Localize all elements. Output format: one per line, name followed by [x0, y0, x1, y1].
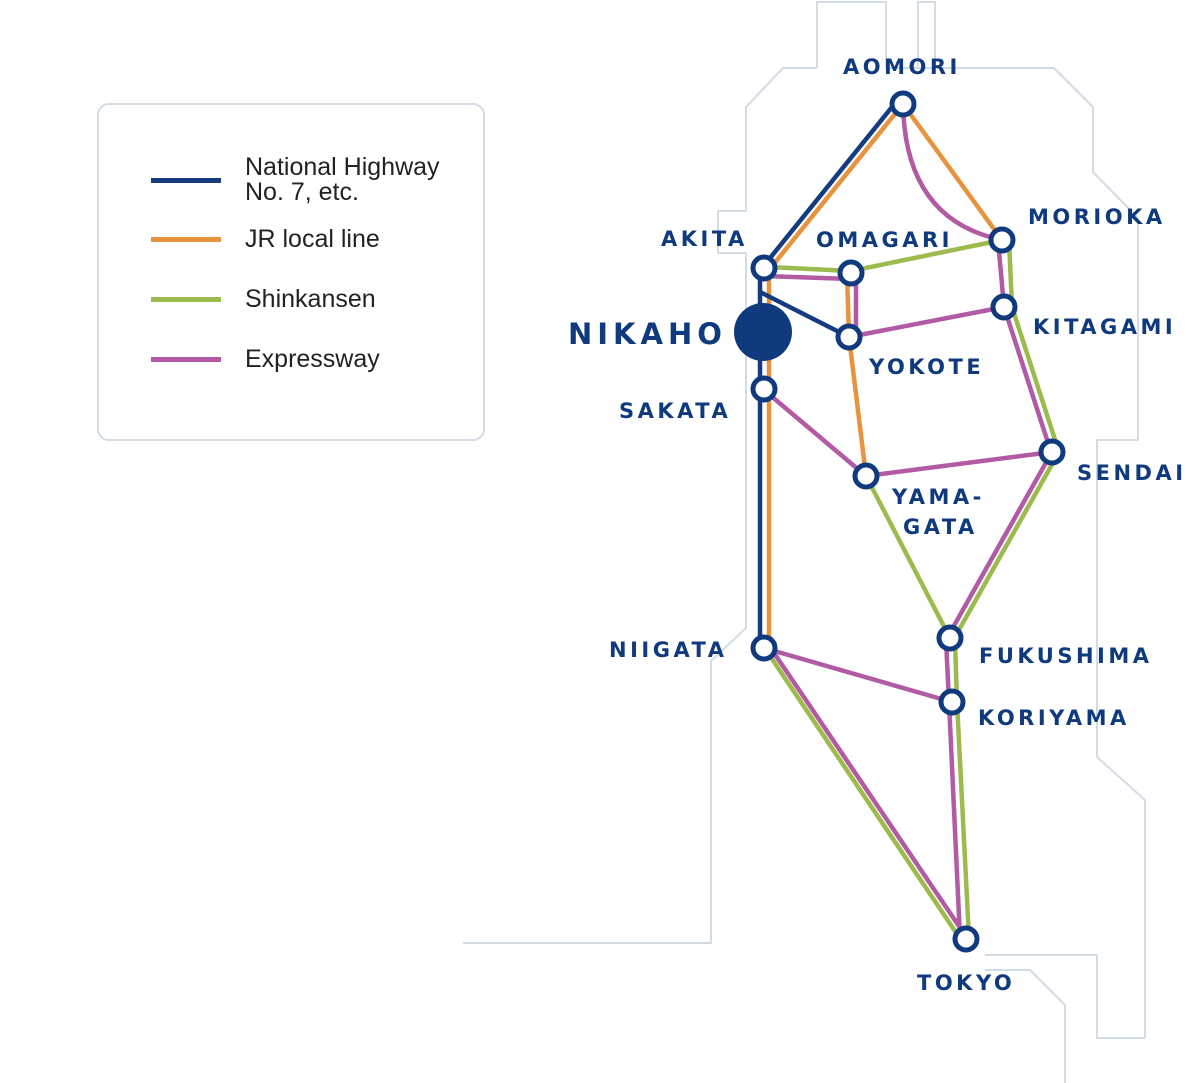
station-koriyama — [938, 688, 966, 716]
legend-item-highway: National Highway No. 7, etc. — [151, 155, 440, 205]
station-omagari — [837, 259, 865, 287]
legend-item-expressway: Expressway — [151, 347, 380, 372]
legend-swatch-expressway — [151, 357, 221, 362]
legend-label-shinkansen: Shinkansen — [245, 285, 376, 313]
station-morioka — [988, 226, 1016, 254]
label-nikaho: NIKAHO — [568, 317, 727, 351]
label-sendai: SENDAI — [1077, 461, 1187, 485]
legend-label-expressway: Expressway — [245, 345, 380, 373]
coastline-outline — [463, 1, 1146, 1083]
stations — [750, 90, 1066, 953]
station-niigata — [750, 634, 778, 662]
label-omagari: OMAGARI — [816, 228, 953, 252]
station-fukushima — [936, 624, 964, 652]
legend: National Highway No. 7, etc. JR local li… — [97, 103, 485, 441]
station-sakata — [750, 375, 778, 403]
legend-label-highway: National Highway No. 7, etc. — [245, 153, 440, 206]
station-akita — [750, 254, 778, 282]
legend-swatch-highway — [151, 177, 221, 183]
legend-item-jr-local: JR local line — [151, 227, 380, 252]
legend-swatch-shinkansen — [151, 297, 221, 302]
legend-item-shinkansen: Shinkansen — [151, 287, 376, 312]
station-tokyo — [952, 925, 980, 953]
label-yokote: YOKOTE — [868, 355, 984, 379]
label-koriyama: KORIYAMA — [978, 706, 1130, 730]
station-aomori — [889, 90, 917, 118]
station-kitagami — [990, 293, 1018, 321]
legend-label-jr-local: JR local line — [245, 225, 380, 253]
label-niigata: NIIGATA — [609, 638, 728, 662]
label-akita: AKITA — [661, 227, 748, 251]
label-fukushima: FUKUSHIMA — [979, 644, 1153, 668]
legend-swatch-jr-local — [151, 237, 221, 242]
station-nikaho-marker — [734, 303, 792, 361]
label-kitagami: KITAGAMI — [1033, 315, 1176, 339]
station-sendai — [1038, 438, 1066, 466]
label-yamagata-line2: GATA — [903, 515, 978, 539]
label-morioka: MORIOKA — [1028, 205, 1166, 229]
label-sakata: SAKATA — [619, 399, 731, 423]
station-yamagata — [852, 462, 880, 490]
label-tokyo: TOKYO — [917, 971, 1015, 995]
city-labels: AOMORI MORIOKA AKITA OMAGARI KITAGAMI NI… — [568, 55, 1187, 995]
label-yamagata-line1: YAMA- — [891, 485, 985, 509]
label-aomori: AOMORI — [843, 55, 961, 79]
station-yokote — [835, 323, 863, 351]
